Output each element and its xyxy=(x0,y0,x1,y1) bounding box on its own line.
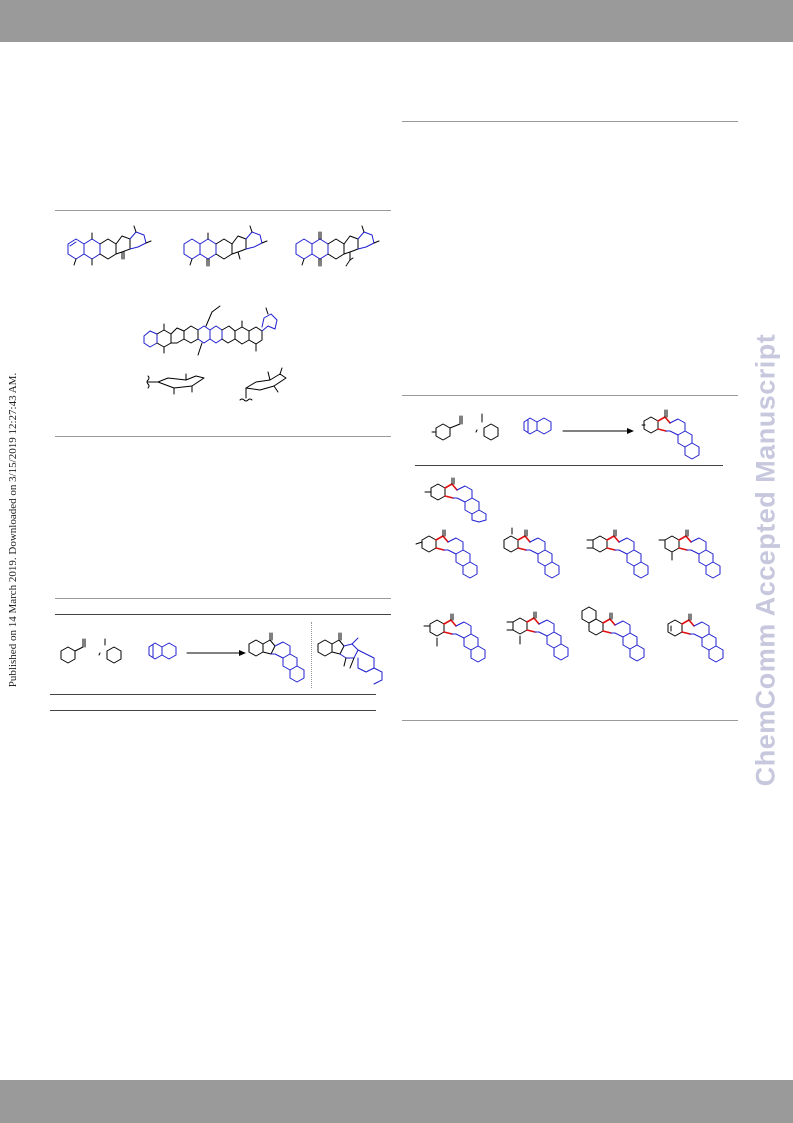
product-6 xyxy=(423,613,486,663)
page-header-band xyxy=(0,0,793,42)
product-3 xyxy=(503,527,560,579)
page-footer-band xyxy=(0,1080,793,1123)
figure-top-rule xyxy=(55,210,391,211)
scheme-dotted-divider xyxy=(311,622,312,688)
product-7 xyxy=(506,611,569,661)
scheme-table-rule-2 xyxy=(50,694,376,695)
scope-bottom-rule xyxy=(402,720,738,721)
scheme-table-rule-3 xyxy=(50,710,376,711)
scheme-intermediate xyxy=(317,632,383,685)
scope-general-product xyxy=(641,409,700,460)
scope-reactant-ketone xyxy=(431,413,499,441)
scope-top-rule xyxy=(402,395,738,396)
product-8 xyxy=(581,606,645,662)
product-4 xyxy=(586,529,649,579)
watermark-text: ChemComm Accepted Manuscript xyxy=(750,333,781,787)
scope-arrow-icon xyxy=(562,428,634,434)
structure-b xyxy=(183,225,268,267)
scheme-product xyxy=(248,632,305,683)
structure-c xyxy=(295,225,380,267)
scope-reactant-arene xyxy=(523,417,552,435)
table-top-rule xyxy=(402,121,738,122)
scheme-arrow-icon xyxy=(186,650,246,656)
sugar-left xyxy=(146,373,205,395)
scheme-reactant-ketone xyxy=(60,638,122,664)
product-2 xyxy=(415,529,478,579)
scheme-table-rule-1 xyxy=(55,614,391,615)
scheme-reactant-arene xyxy=(148,642,177,660)
product-5 xyxy=(658,529,721,579)
sugar-right xyxy=(239,367,287,402)
scope-header-rule xyxy=(415,465,723,466)
structure-a xyxy=(67,225,152,266)
figure-bottom-rule xyxy=(55,436,391,437)
scheme-top-rule xyxy=(55,598,391,599)
publication-note-text: Published on 14 March 2019. Downloaded o… xyxy=(7,372,19,688)
product-1 xyxy=(424,477,487,523)
product-9 xyxy=(667,613,724,663)
structure-dimer xyxy=(143,305,278,356)
